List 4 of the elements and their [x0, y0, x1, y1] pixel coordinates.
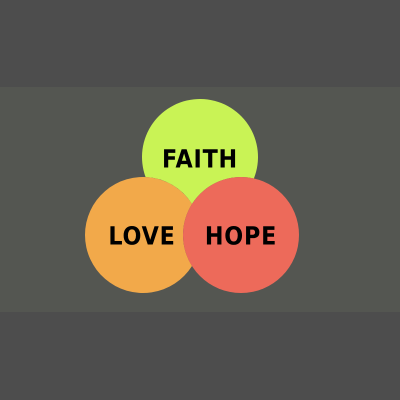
circle-label: LOVE [108, 222, 176, 250]
circle-label: FAITH [162, 144, 238, 174]
circle-label: HOPE [204, 222, 278, 250]
circle [183, 177, 299, 293]
